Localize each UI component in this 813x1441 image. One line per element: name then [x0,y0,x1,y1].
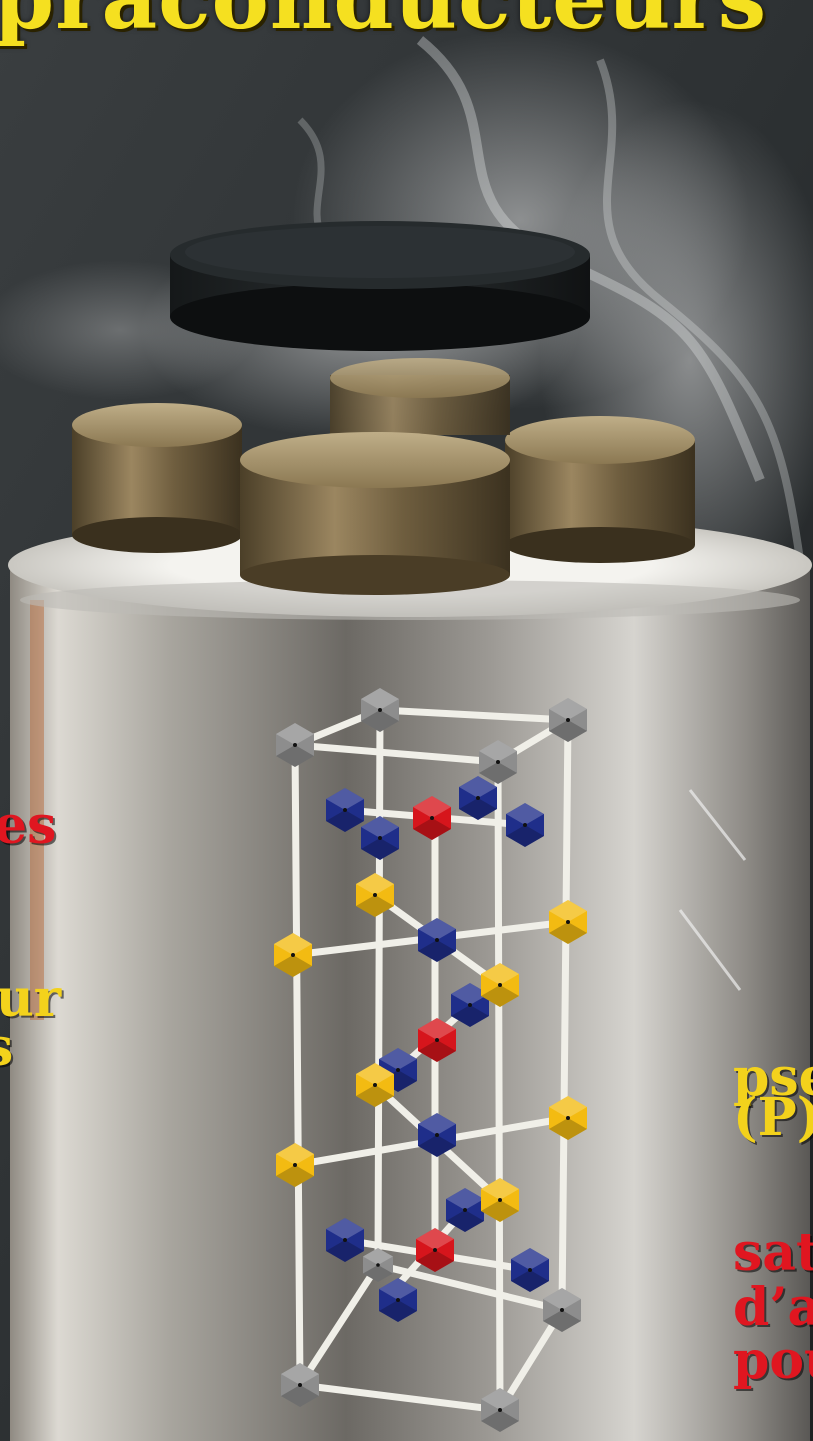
text-fragment-pse: pse [733,1047,813,1108]
levitating-magnet [170,221,590,351]
text-fragment-s: s [0,1022,13,1074]
text-fragment-es: es [0,795,57,856]
text-fragment-da: d’a [733,1277,813,1338]
pellets [72,358,695,595]
text-fragment-p: (P) [733,1087,813,1148]
headline-title: praconducteurs [0,0,767,42]
text-fragment-pou: pou [733,1330,813,1391]
crystal-lattice-model [274,688,587,1432]
text-fragment-sat: sat [733,1222,813,1283]
text-fragment-ur: ur [0,968,62,1029]
